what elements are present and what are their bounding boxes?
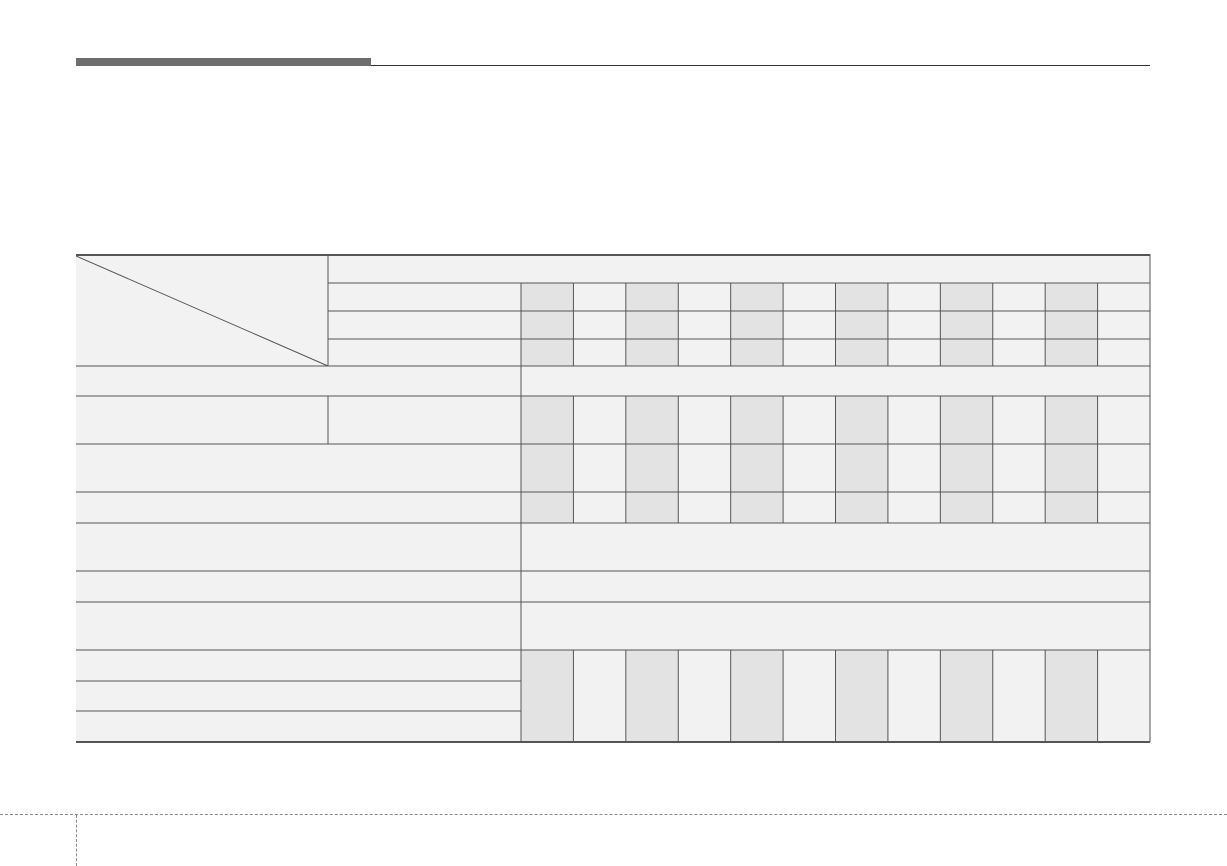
value-cell-band-1-col-11 <box>1045 396 1098 523</box>
value-cell-band-0-col-6 <box>783 283 836 366</box>
value-cell-band-1-col-7 <box>835 396 888 523</box>
value-cell-band-2-col-10 <box>992 650 1046 742</box>
value-cell-band-2-col-2 <box>573 650 626 742</box>
value-cell-band-1-col-6 <box>783 396 836 523</box>
value-cell-band-0-col-10 <box>992 283 1046 366</box>
value-cell-band-2-col-3 <box>625 650 679 742</box>
value-cell-band-1-col-3 <box>625 396 679 523</box>
section-header-bar <box>76 58 371 66</box>
value-cell-band-0-col-9 <box>940 283 993 366</box>
value-cell-band-0-col-8 <box>887 283 941 366</box>
value-cell-band-1-col-4 <box>678 396 731 523</box>
value-cell-band-2-col-5 <box>730 650 784 742</box>
value-cell-band-1-col-12 <box>1097 396 1150 523</box>
corner-diagonal <box>76 255 329 367</box>
section-header-rule <box>371 65 1150 66</box>
value-cell-band-2-col-11 <box>1045 650 1098 742</box>
value-cell-band-0-col-12 <box>1097 283 1150 366</box>
value-cell-band-2-col-12 <box>1097 650 1150 742</box>
value-cell-band-1-col-9 <box>940 396 993 523</box>
spec-table-grid <box>76 254 1151 743</box>
value-cell-band-0-col-1 <box>521 283 574 366</box>
value-cell-band-2-col-7 <box>835 650 888 742</box>
value-cell-band-2-col-1 <box>521 650 574 742</box>
value-cell-band-1-col-8 <box>887 396 941 523</box>
value-cell-band-2-col-4 <box>678 650 731 742</box>
value-cell-band-0-col-5 <box>730 283 784 366</box>
value-cell-band-2-col-9 <box>940 650 993 742</box>
value-cell-band-2-col-8 <box>887 650 941 742</box>
value-cell-band-1-col-1 <box>521 396 574 523</box>
value-cell-band-1-col-10 <box>992 396 1046 523</box>
value-cell-band-0-col-3 <box>625 283 679 366</box>
value-cell-band-0-col-11 <box>1045 283 1098 366</box>
value-cell-band-0-col-7 <box>835 283 888 366</box>
spec-table <box>76 254 1151 744</box>
value-cell-band-0-col-4 <box>678 283 731 366</box>
crop-line-vertical <box>76 815 77 866</box>
value-cell-band-0-col-2 <box>573 283 626 366</box>
value-cell-band-1-col-2 <box>573 396 626 523</box>
value-cell-band-1-col-5 <box>730 396 784 523</box>
value-cell-band-2-col-6 <box>783 650 836 742</box>
crop-line-horizontal <box>0 814 1227 815</box>
